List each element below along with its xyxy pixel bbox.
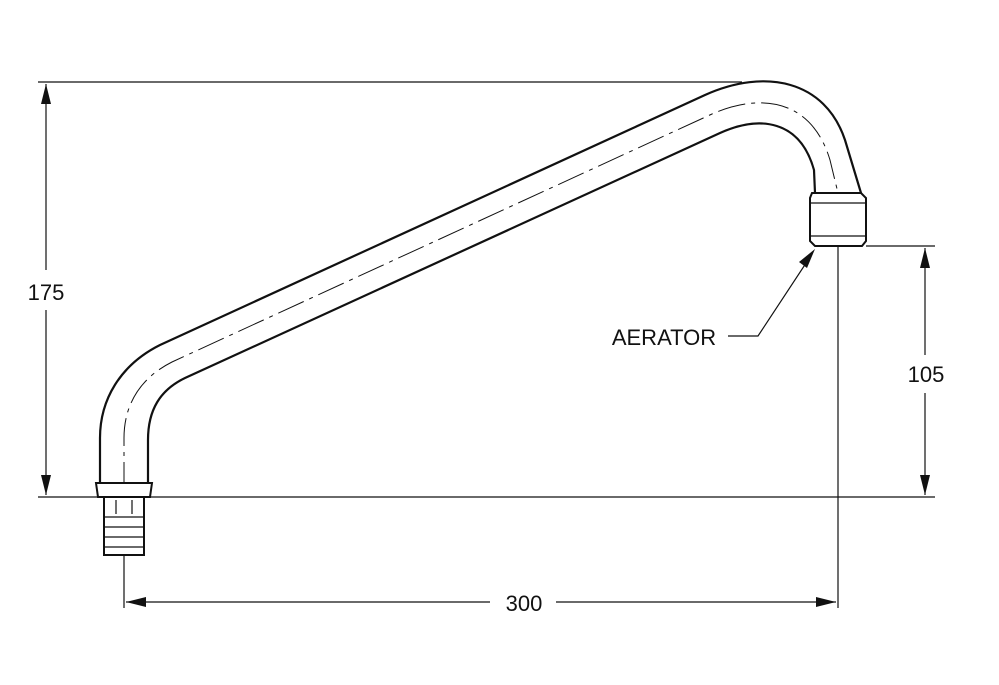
dimension-outlet-height: 105 [908, 248, 945, 495]
aerator-leader-arrow [799, 249, 815, 268]
inlet-shank [103, 496, 145, 556]
dim-text-reach: 300 [506, 591, 543, 616]
aerator-label: AERATOR [612, 325, 716, 350]
aerator-fitting [809, 192, 867, 247]
arrow-175-top [41, 84, 51, 104]
arrow-105-top [920, 248, 930, 268]
inlet-fitting [94, 482, 154, 556]
dim-text-outlet-height: 105 [908, 362, 945, 387]
spout-inner-outline [146, 122, 817, 485]
dim-text-overall-height: 175 [28, 280, 65, 305]
dimension-reach: 300 [126, 591, 836, 616]
spout-tube [98, 80, 863, 490]
arrow-105-bottom [920, 475, 930, 495]
spout-outer-outline [98, 80, 863, 485]
dimension-overall-height: 175 [28, 84, 65, 495]
spout-centerline [123, 102, 839, 490]
arrow-300-left [126, 597, 146, 607]
aerator-callout: AERATOR [612, 249, 815, 350]
aerator-body [809, 192, 867, 247]
inlet-slot [115, 500, 133, 514]
inlet-nut [94, 482, 154, 498]
extension-lines [38, 81, 935, 608]
aerator-leader-line [728, 253, 813, 337]
arrow-175-bottom [41, 475, 51, 495]
arrow-300-right [816, 597, 836, 607]
